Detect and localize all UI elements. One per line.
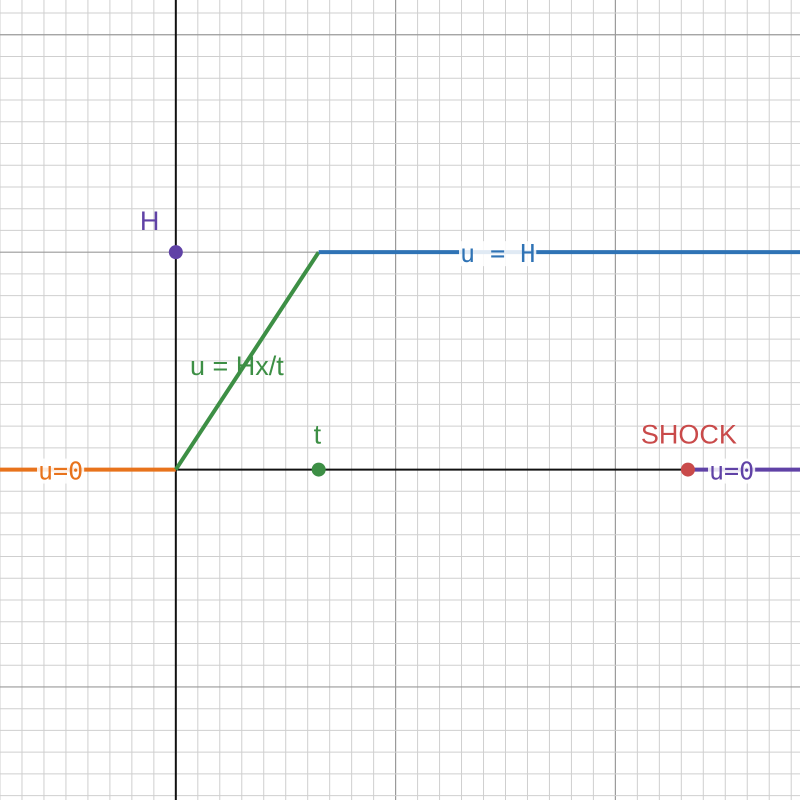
- label-point-h: H: [140, 206, 160, 236]
- point-shock: [680, 462, 695, 477]
- label-bg-right-u0: [708, 458, 756, 484]
- label-bg-left-u0: [37, 458, 85, 484]
- label-ramp: u = Hx/t: [190, 351, 284, 381]
- label-bg-plateau: [459, 241, 537, 267]
- series-ramp-line: [174, 251, 321, 471]
- point-t: [311, 462, 326, 477]
- point-h: [168, 245, 183, 260]
- label-plateau: u = H: [460, 239, 535, 268]
- label-point-t: t: [314, 420, 322, 450]
- label-left-u0: u=0: [38, 457, 83, 486]
- label-right-u0: u=0: [709, 457, 754, 486]
- label-point-shock: SHOCK: [641, 420, 737, 450]
